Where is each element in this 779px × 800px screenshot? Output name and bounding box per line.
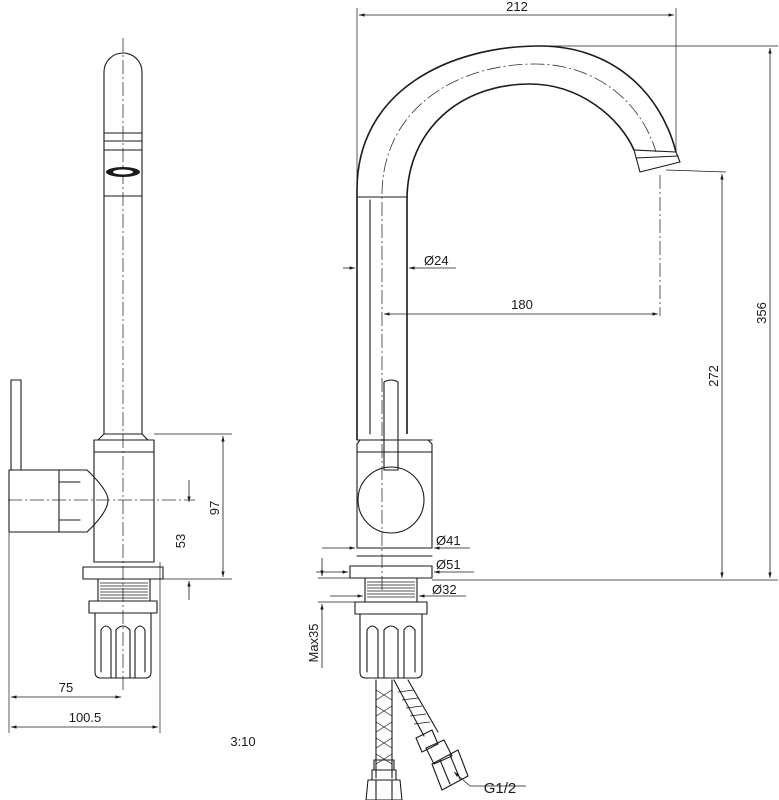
dim-outlet-height: 272: [706, 365, 721, 387]
front-locknut: [354, 601, 428, 615]
dim-base-diameter: Ø41: [436, 533, 461, 548]
dim-body-height: 53: [173, 534, 188, 548]
side-mount-nut: [94, 612, 152, 679]
dim-spout-reach: 180: [511, 297, 533, 312]
front-handle-hub: [357, 466, 425, 534]
front-mount-nut: [359, 613, 423, 679]
dim-handle-height: 97: [207, 501, 222, 515]
dim-handle-reach: 75: [59, 680, 73, 695]
dim-max-counter-thickness: Max35: [306, 623, 321, 662]
front-handle-lever: [383, 379, 399, 471]
hose-connectors: [365, 729, 469, 800]
dim-spout-reach-total: 212: [506, 0, 528, 14]
dim-height-total: 356: [754, 302, 769, 324]
aerator-tip: [633, 149, 681, 173]
front-flange: [349, 565, 433, 579]
spout-outer-edge: [356, 45, 677, 440]
dim-handle-reach-total: 100.5: [69, 710, 102, 725]
side-body: [93, 439, 155, 563]
dim-flange-diameter: Ø51: [436, 557, 461, 572]
side-locknut: [88, 600, 158, 614]
side-handle-hub: [8, 469, 60, 533]
label-hose-connector: G1/2: [484, 780, 517, 797]
side-handle-lever: [10, 379, 22, 471]
braided-hoses: [375, 679, 439, 779]
front-view: 212 356 272 Ø24 180: [306, 0, 778, 800]
dim-pipe-diameter: Ø24: [424, 253, 449, 268]
front-thread: [364, 577, 418, 603]
side-pipe: [103, 52, 143, 435]
dim-thread-diameter: Ø32: [432, 582, 457, 597]
scale-note: 3:10: [230, 734, 255, 749]
side-view: 97 53 75 100.5: [8, 38, 232, 733]
spout-inner-edge: [406, 83, 635, 434]
